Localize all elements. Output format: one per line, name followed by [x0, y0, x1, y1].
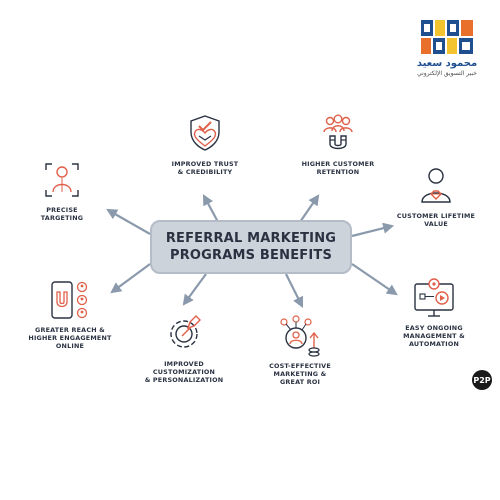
target-person-icon: [45, 163, 79, 197]
center-title-line2: PROGRAMS BENEFITS: [169, 248, 333, 263]
label-line: GREAT ROI: [279, 378, 321, 386]
benefit-customization-label: IMPROVED CUSTOMIZATION & PERSONALIZATION: [145, 360, 224, 384]
benefit-roi: COST-EFFECTIVE MARKETING & GREAT ROI: [256, 314, 344, 386]
label-line: IMPROVED: [164, 360, 204, 368]
label-line: RETENTION: [316, 168, 360, 176]
benefit-reach: GREATER REACH & HIGHER ENGAGEMENT ONLINE: [24, 278, 116, 350]
label-line: HIGHER ENGAGEMENT: [28, 334, 112, 342]
arrow-reach: [110, 263, 151, 294]
corner-badge: P2P: [472, 370, 492, 390]
label-line: ONLINE: [55, 342, 85, 350]
arrow-customization: [182, 273, 207, 306]
gear-pencil-icon: [170, 315, 201, 348]
benefit-reach-label: GREATER REACH & HIGHER ENGAGEMENT ONLINE: [28, 326, 111, 350]
benefit-trust: IMPROVED TRUST & CREDIBILITY: [163, 112, 247, 176]
label-line: VALUE: [424, 220, 448, 228]
benefit-trust-label: IMPROVED TRUST & CREDIBILITY: [172, 160, 239, 176]
label-line: HIGHER CUSTOMER: [301, 160, 375, 168]
label-line: MANAGEMENT &: [403, 332, 465, 340]
label-line: CUSTOMER LIFETIME: [396, 212, 476, 220]
network-coins-icon: [280, 315, 320, 357]
label-line: CUSTOMIZATION: [152, 368, 216, 376]
arrow-retention: [299, 194, 320, 223]
brand-logo: محمود سعيد خبير التسويق الإلكتروني: [402, 18, 492, 82]
person-diamond-icon: [421, 168, 451, 203]
benefit-automation-label: EASY ONGOING MANAGEMENT & AUTOMATION: [403, 324, 465, 348]
benefit-retention: HIGHER CUSTOMER RETENTION: [296, 112, 380, 176]
brand-subtitle: خبير التسويق الإلكتروني: [417, 70, 477, 77]
monitor-gear-icon: [414, 278, 454, 317]
label-line: TARGETING: [40, 214, 84, 222]
label-line: COST-EFFECTIVE: [269, 362, 331, 370]
benefit-automation: EASY ONGOING MANAGEMENT & AUTOMATION: [386, 276, 482, 348]
phone-magnet-icon: [51, 281, 88, 319]
brand-logo-mark: [421, 20, 473, 54]
brand-name: محمود سعيد: [416, 58, 478, 69]
benefit-lifetime: CUSTOMER LIFETIME VALUE: [394, 164, 478, 228]
label-line: IMPROVED TRUST: [171, 160, 239, 168]
label-line: & CREDIBILITY: [177, 168, 233, 176]
benefit-lifetime-label: CUSTOMER LIFETIME VALUE: [397, 212, 475, 228]
label-line: EASY ONGOING: [405, 324, 463, 332]
label-line: MARKETING &: [273, 370, 327, 378]
benefit-roi-label: COST-EFFECTIVE MARKETING & GREAT ROI: [269, 362, 331, 386]
arrow-lifetime: [351, 222, 395, 238]
label-line: GREATER REACH &: [35, 326, 105, 334]
benefit-targeting-label: PRECISE TARGETING: [41, 206, 83, 222]
people-magnet-icon: [323, 114, 353, 150]
label-line: AUTOMATION: [408, 340, 460, 348]
center-title-box: REFERRAL MARKETING PROGRAMS BENEFITS: [150, 220, 352, 274]
label-line: PRECISE: [46, 206, 78, 214]
label-line: & PERSONALIZATION: [144, 376, 224, 384]
benefit-targeting: PRECISE TARGETING: [22, 158, 102, 222]
benefit-customization: IMPROVED CUSTOMIZATION & PERSONALIZATION: [138, 312, 230, 384]
arrow-roi: [285, 273, 303, 308]
heart-handshake-icon: [190, 115, 220, 151]
center-title-line1: REFERRAL MARKETING: [165, 231, 337, 246]
arrow-targeting: [106, 208, 151, 235]
benefit-retention-label: HIGHER CUSTOMER RETENTION: [302, 160, 375, 176]
arrow-trust: [202, 194, 219, 223]
arrow-automation: [351, 263, 398, 296]
